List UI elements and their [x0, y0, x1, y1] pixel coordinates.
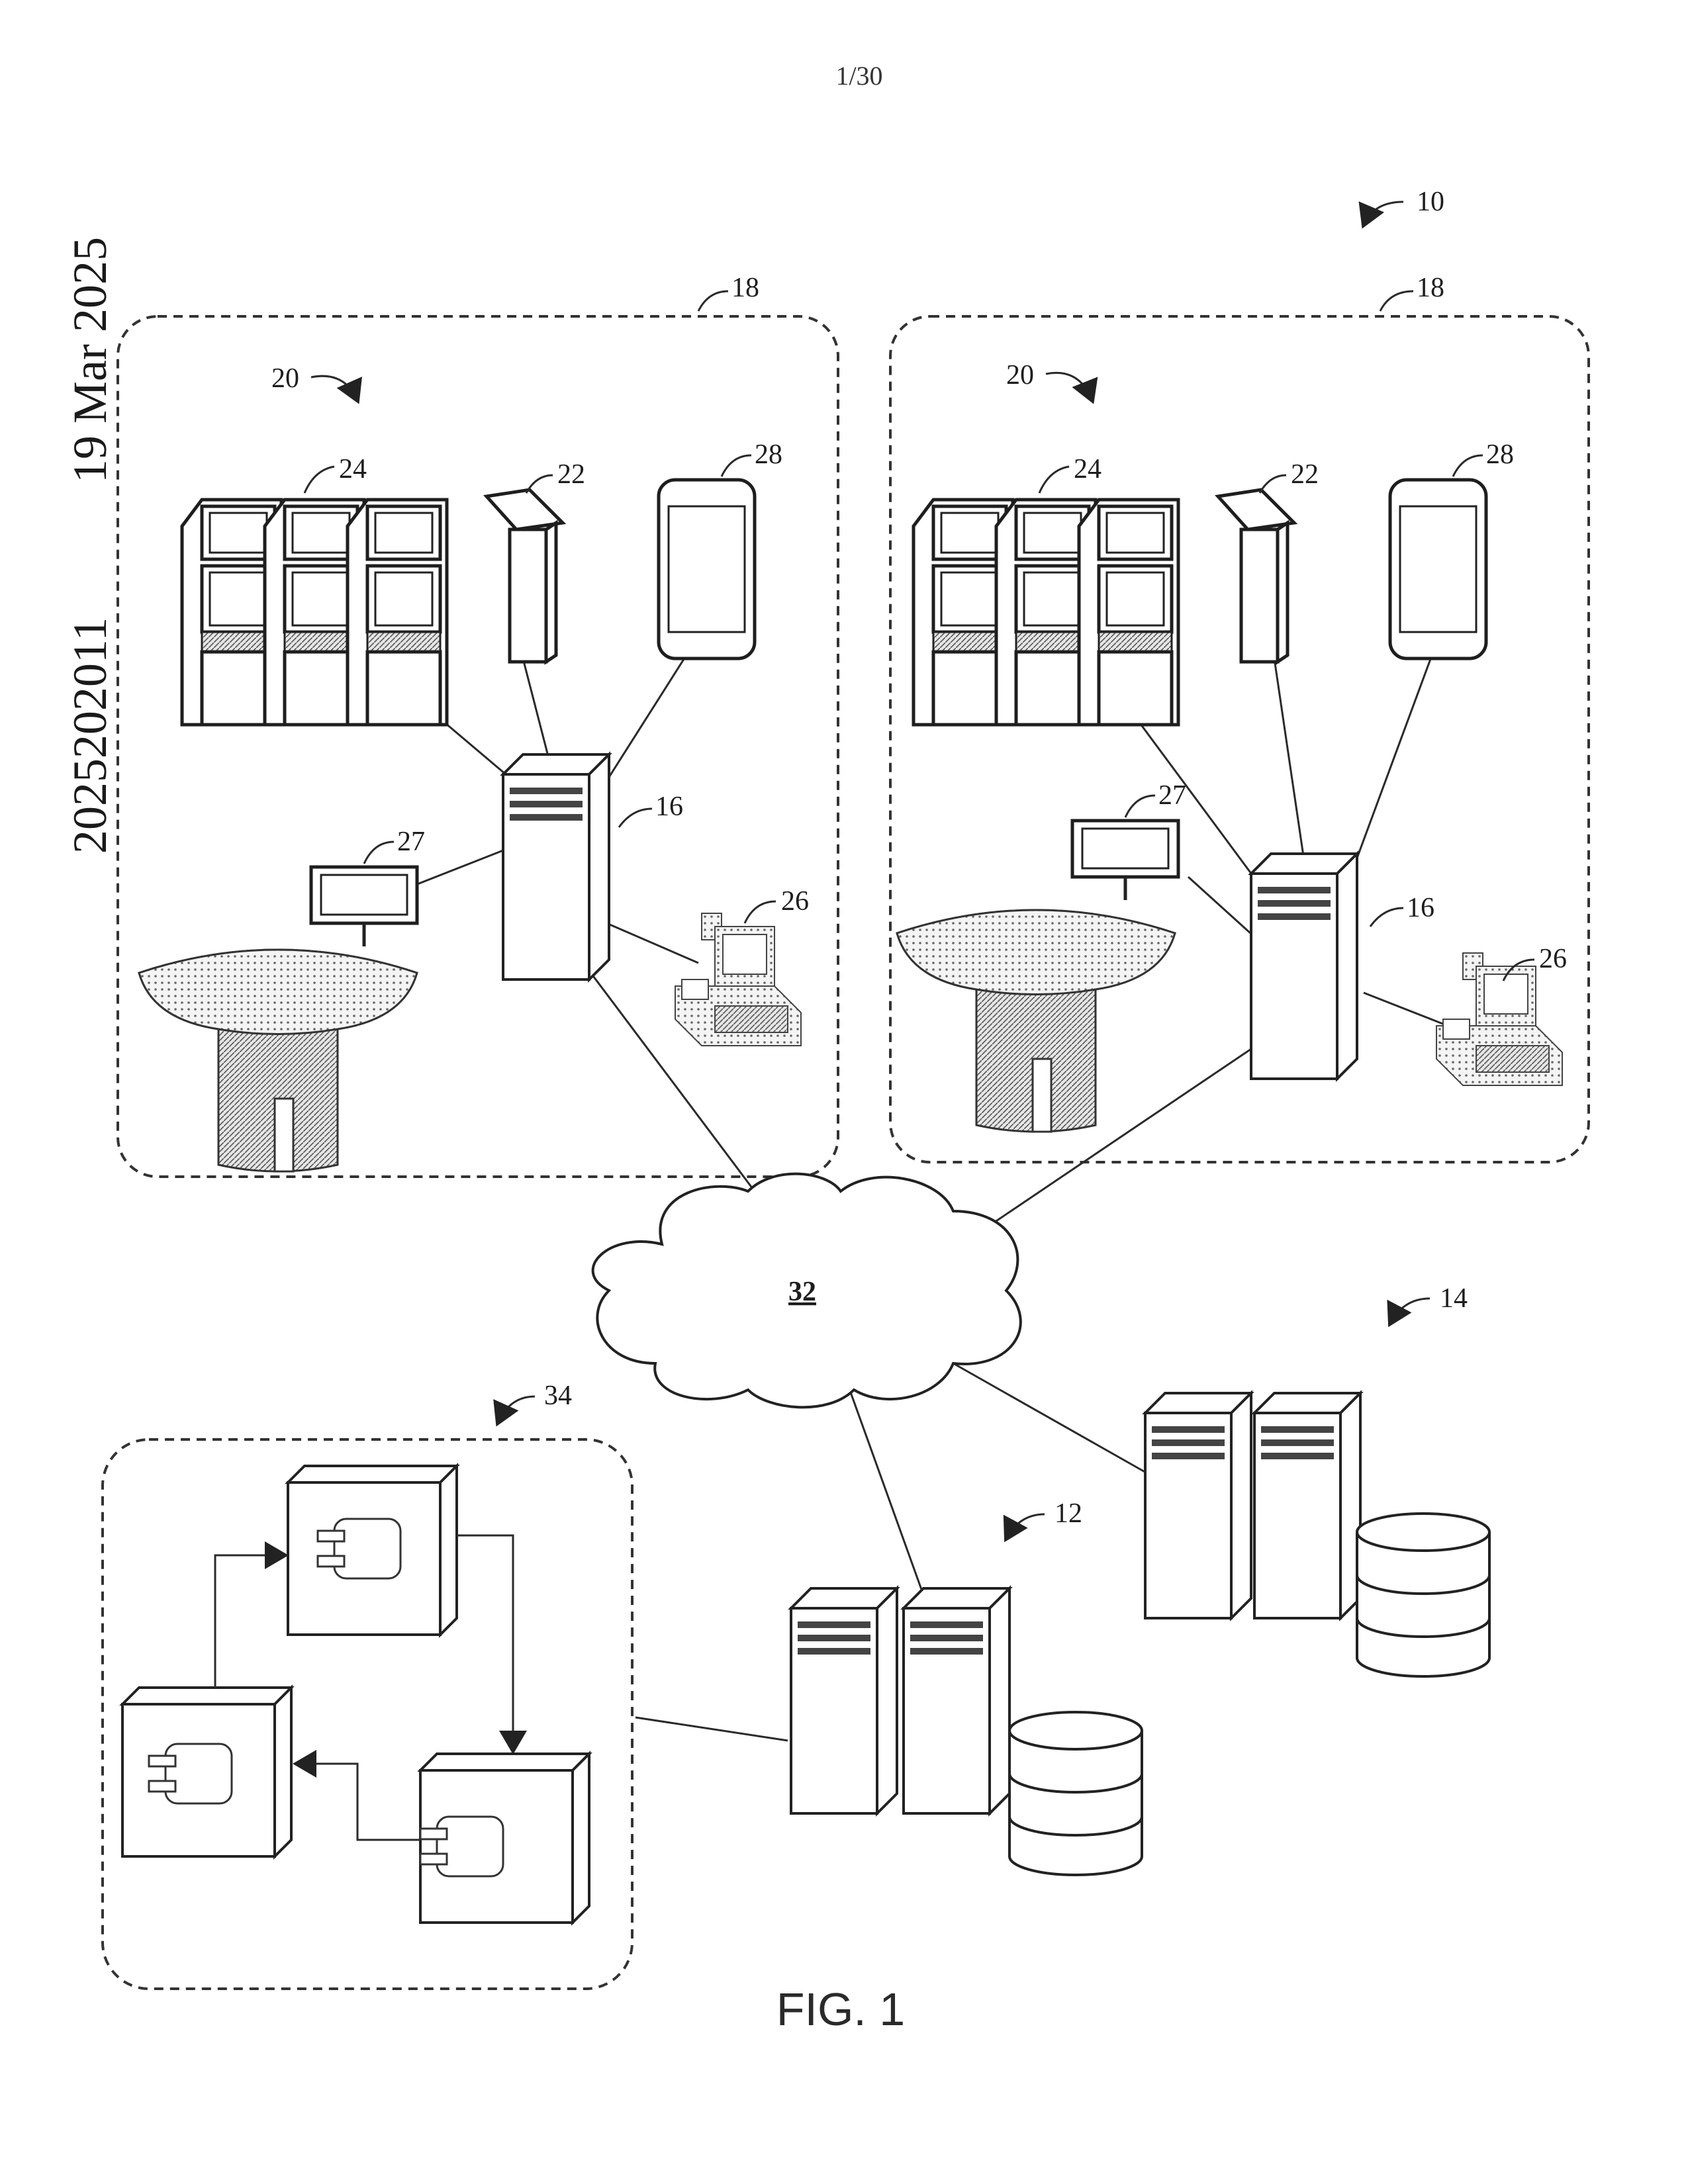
label-26-right: 26 — [1539, 944, 1567, 974]
label-10: 10 — [1417, 187, 1444, 217]
side-date: 19 Mar 2025 — [64, 237, 117, 483]
server-group-14: 14 — [1145, 1283, 1489, 1676]
side-stamp: 2025202011 19 Mar 2025 — [64, 237, 117, 854]
label-28-left: 28 — [755, 439, 782, 470]
module-top — [288, 1466, 457, 1635]
site-right: 18 20 24 22 28 16 — [890, 273, 1589, 1228]
label-18-right: 18 — [1417, 273, 1444, 303]
side-application-number: 2025202011 — [64, 617, 117, 854]
label-22-left: 22 — [557, 459, 585, 490]
gaming-machines-right — [914, 500, 1178, 725]
label-22-right: 22 — [1291, 459, 1319, 490]
server-group-12: 12 — [791, 1498, 1142, 1875]
pos-terminal-left — [675, 913, 801, 1046]
table-display-right — [1072, 821, 1178, 900]
kiosk-left — [487, 490, 563, 662]
site-server-left — [503, 754, 609, 979]
label-26-left: 26 — [781, 886, 809, 917]
module-left — [122, 1688, 291, 1856]
site-server-right — [1251, 854, 1357, 1079]
label-24-right: 24 — [1074, 454, 1102, 484]
label-34: 34 — [544, 1381, 572, 1411]
casino-table-left — [139, 950, 417, 1171]
system-reference: 10 — [1364, 187, 1444, 225]
label-16-right: 16 — [1407, 893, 1434, 923]
casino-table-right — [897, 910, 1175, 1132]
label-18-left: 18 — [731, 273, 759, 303]
page-number: 1/30 — [835, 61, 882, 91]
table-display-left — [311, 867, 417, 946]
module-right — [420, 1754, 589, 1923]
label-27-right: 27 — [1158, 780, 1186, 811]
mobile-device-left — [659, 480, 755, 659]
label-27-left: 27 — [397, 827, 425, 857]
label-16-left: 16 — [655, 792, 683, 822]
mobile-device-right — [1390, 480, 1486, 659]
label-12: 12 — [1055, 1498, 1082, 1529]
label-20-right: 20 — [1006, 360, 1034, 390]
cloud-label: 32 — [788, 1277, 816, 1307]
label-20-left: 20 — [271, 363, 299, 394]
label-24-left: 24 — [339, 454, 367, 484]
site-left: 18 20 24 22 28 16 — [118, 273, 838, 1191]
kiosk-right — [1218, 490, 1294, 662]
gaming-machines-left — [182, 500, 447, 725]
services-group-34: 34 — [103, 1381, 632, 1989]
label-28-right: 28 — [1486, 439, 1514, 470]
figure-caption: FIG. 1 — [776, 1983, 905, 2035]
label-14: 14 — [1440, 1283, 1468, 1314]
